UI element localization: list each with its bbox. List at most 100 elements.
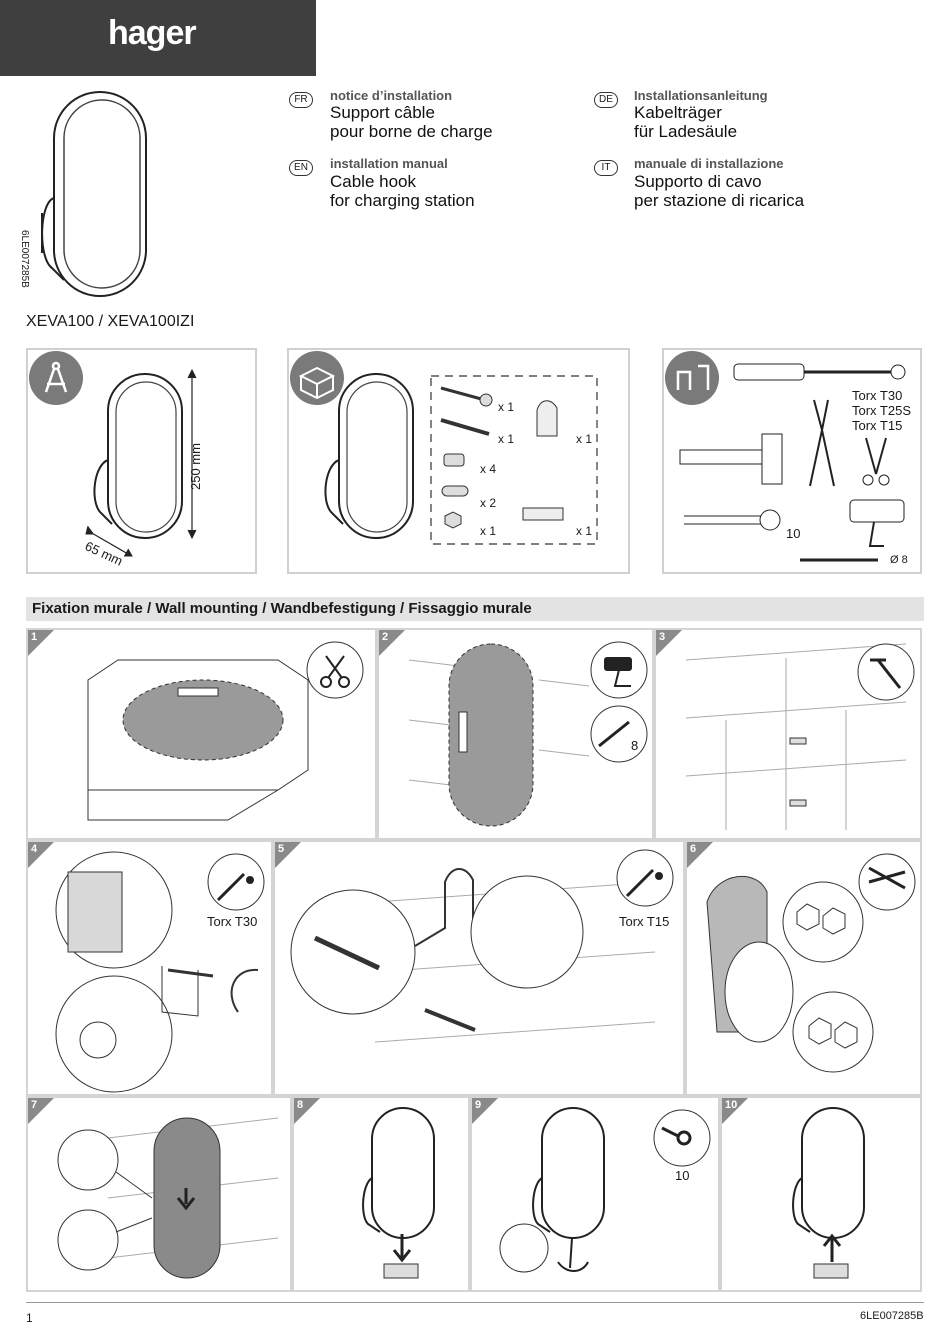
qty-nut: x 1 [480, 524, 497, 538]
footer-divider [26, 1302, 924, 1303]
lang-heading-it: manuale di installazione [634, 156, 784, 171]
lang-title-fr-1: Support câble [330, 103, 435, 122]
box-icon [298, 366, 336, 400]
step-6-panel: 6 [685, 840, 922, 1096]
step-number: 10 [725, 1099, 738, 1111]
model-title: XEVA100 / XEVA100IZI [26, 313, 195, 330]
step-1-panel: 1 [26, 628, 377, 840]
section-title-bar [26, 597, 924, 621]
tools-icon [676, 364, 710, 390]
drill-bit-icon [598, 720, 630, 748]
qty-screw-plug: x 1 [498, 432, 515, 446]
lang-title-fr-2: pour borne de charge [330, 122, 493, 141]
lang-badge-it: IT [594, 160, 618, 176]
step-5-tool-label: Torx T15 [619, 914, 670, 929]
screwdriver-icon [625, 868, 655, 898]
step-6-drawing [706, 853, 916, 1073]
step-number-badge [275, 842, 301, 868]
step-number-badge [722, 1098, 748, 1124]
step-8-panel: 8 [292, 1096, 470, 1292]
lang-title-de-1: Kabelträger [634, 103, 722, 122]
step-number-badge [656, 630, 682, 656]
lang-badge-fr: FR [289, 92, 313, 108]
qty-hook: x 1 [576, 432, 593, 446]
hammer-icon [870, 658, 902, 689]
step-5-panel: 5 Torx T15 [273, 840, 685, 1096]
lang-title-it-2: per stazione di ricarica [634, 191, 805, 210]
page-number: 1 [26, 1311, 33, 1325]
cutting-pliers-icon [868, 866, 906, 890]
qty-screw-long: x 1 [498, 400, 515, 414]
step-7-panel: 7 [26, 1096, 292, 1292]
tools-panel: Torx T30 Torx T25S Torx T15 10 Ø 8 [662, 348, 922, 574]
lang-title-en-1: Cable hook [330, 172, 417, 191]
step-1-drawing [87, 641, 364, 821]
drill-icon [604, 657, 632, 687]
package-contents-drawing [290, 351, 598, 545]
step-9-drawing [499, 1107, 711, 1273]
step-9-wrench-size: 10 [675, 1168, 690, 1183]
step-number: 3 [659, 631, 666, 643]
drill-bit-size: 8 [631, 738, 639, 753]
lang-title-en-2: for charging station [330, 191, 475, 210]
wrench-size-label: 10 [786, 526, 801, 541]
drill-bit-size-label: Ø 8 [890, 554, 908, 566]
step-5-drawing [290, 849, 674, 1043]
step-2-drawing [408, 641, 648, 827]
product-hero-image [41, 91, 147, 297]
step-number: 9 [475, 1099, 482, 1111]
wrench-icon [661, 1126, 692, 1146]
step-number: 5 [278, 843, 285, 855]
step-number-badge [379, 630, 405, 656]
brand-logo: hager [108, 14, 197, 52]
scissors-icon [320, 655, 350, 688]
step-10-panel: 10 [720, 1096, 922, 1292]
step-4-panel: 4 Torx T30 [26, 840, 273, 1096]
lang-heading-fr: notice d’installation [330, 88, 453, 103]
step-number: 7 [31, 1099, 38, 1111]
section-title: Fixation murale / Wall mounting / Wandbe… [32, 600, 532, 617]
step-7-drawing [57, 1117, 279, 1279]
arrow-up-icon [822, 1233, 842, 1262]
lang-badge-en: EN [289, 160, 313, 176]
lang-heading-de: Installationsanleitung [634, 88, 768, 103]
qty-anchor: x 2 [480, 496, 497, 510]
step-number: 4 [31, 843, 38, 855]
step-number-badge [294, 1098, 320, 1124]
tools-drawing [665, 351, 906, 562]
step-number-badge [28, 1098, 54, 1124]
step-number-badge [28, 842, 54, 868]
lang-title-it-1: Supporto di cavo [634, 172, 762, 191]
step-4-drawing [55, 851, 265, 1093]
brand-logo-bar [0, 0, 316, 76]
package-contents-panel: x 1 x 1 x 4 x 2 x 1 x 1 x 1 [287, 348, 630, 574]
step-2-panel: 2 8 [377, 628, 654, 840]
step-number: 6 [690, 843, 697, 855]
qty-base: x 1 [576, 524, 593, 538]
torx-t15-label: Torx T15 [852, 418, 903, 433]
step-9-panel: 9 10 [470, 1096, 720, 1292]
step-3-panel: 3 [654, 628, 922, 840]
footer-doc-ref: 6LE007285B [860, 1310, 924, 1322]
step-number: 8 [297, 1099, 304, 1111]
step-10-drawing [792, 1107, 865, 1279]
step-number: 1 [31, 631, 38, 643]
lang-title-de-2: für Ladesäule [634, 122, 738, 141]
lang-badge-de: DE [594, 92, 618, 108]
step-number-badge [28, 630, 54, 656]
step-number: 2 [382, 631, 389, 643]
torx-t30-label: Torx T30 [852, 388, 903, 403]
dimensions-drawing [29, 351, 197, 557]
height-dimension-label: 250 mm [188, 443, 203, 490]
compass-icon [44, 361, 68, 393]
qty-bolt: x 4 [480, 462, 497, 476]
step-number-badge [472, 1098, 498, 1124]
step-8-drawing [362, 1107, 435, 1279]
step-4-tool-label: Torx T30 [207, 914, 258, 929]
lang-heading-en: installation manual [330, 156, 448, 171]
step-number-badge [687, 842, 713, 868]
doc-ref-vertical: 6LE007285B [19, 230, 30, 288]
dimensions-panel: 250 mm 65 mm [26, 348, 257, 574]
screwdriver-icon [216, 872, 246, 902]
step-3-drawing [685, 643, 915, 830]
